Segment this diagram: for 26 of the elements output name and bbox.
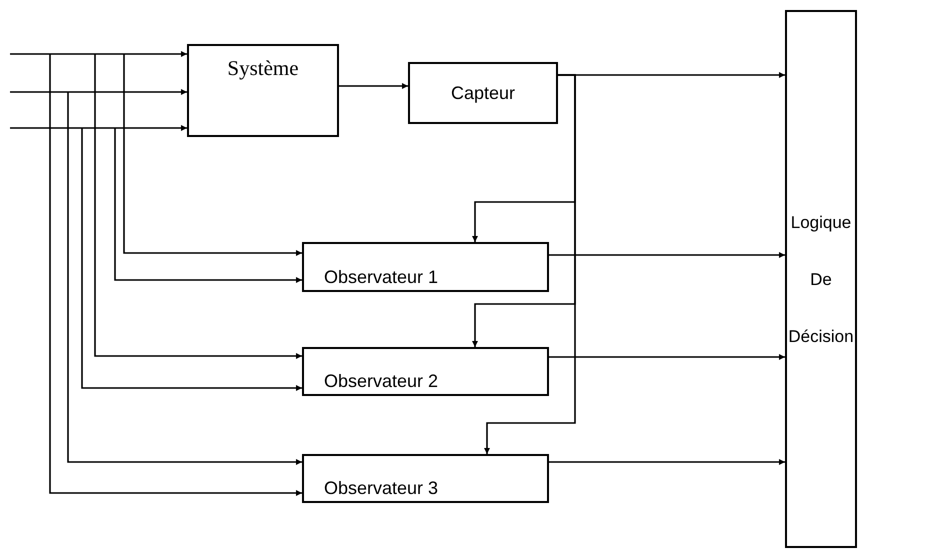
node-label: Observateur 3 — [324, 478, 438, 499]
arrow — [549, 459, 785, 465]
node-label: Logique De Décision — [788, 212, 854, 348]
arrow — [10, 125, 187, 131]
arrow — [114, 128, 302, 283]
process-box — [408, 62, 558, 124]
node-label: Observateur 1 — [324, 267, 438, 288]
arrow — [67, 92, 302, 465]
arrow — [549, 354, 785, 360]
process-box — [302, 242, 549, 292]
arrow — [10, 51, 187, 57]
node-label: Capteur — [450, 82, 516, 104]
process-box — [187, 44, 339, 137]
process-box — [302, 454, 549, 503]
arrow — [49, 54, 302, 496]
node-label: Système — [227, 56, 299, 81]
arrow — [484, 74, 576, 454]
process-box — [302, 347, 549, 396]
arrow — [94, 54, 302, 359]
arrow — [123, 54, 302, 256]
arrow — [549, 252, 785, 258]
decision-block — [785, 10, 857, 548]
arrow — [81, 128, 302, 391]
arrow — [339, 83, 408, 89]
arrow — [10, 89, 187, 95]
node-label: Observateur 2 — [324, 371, 438, 392]
